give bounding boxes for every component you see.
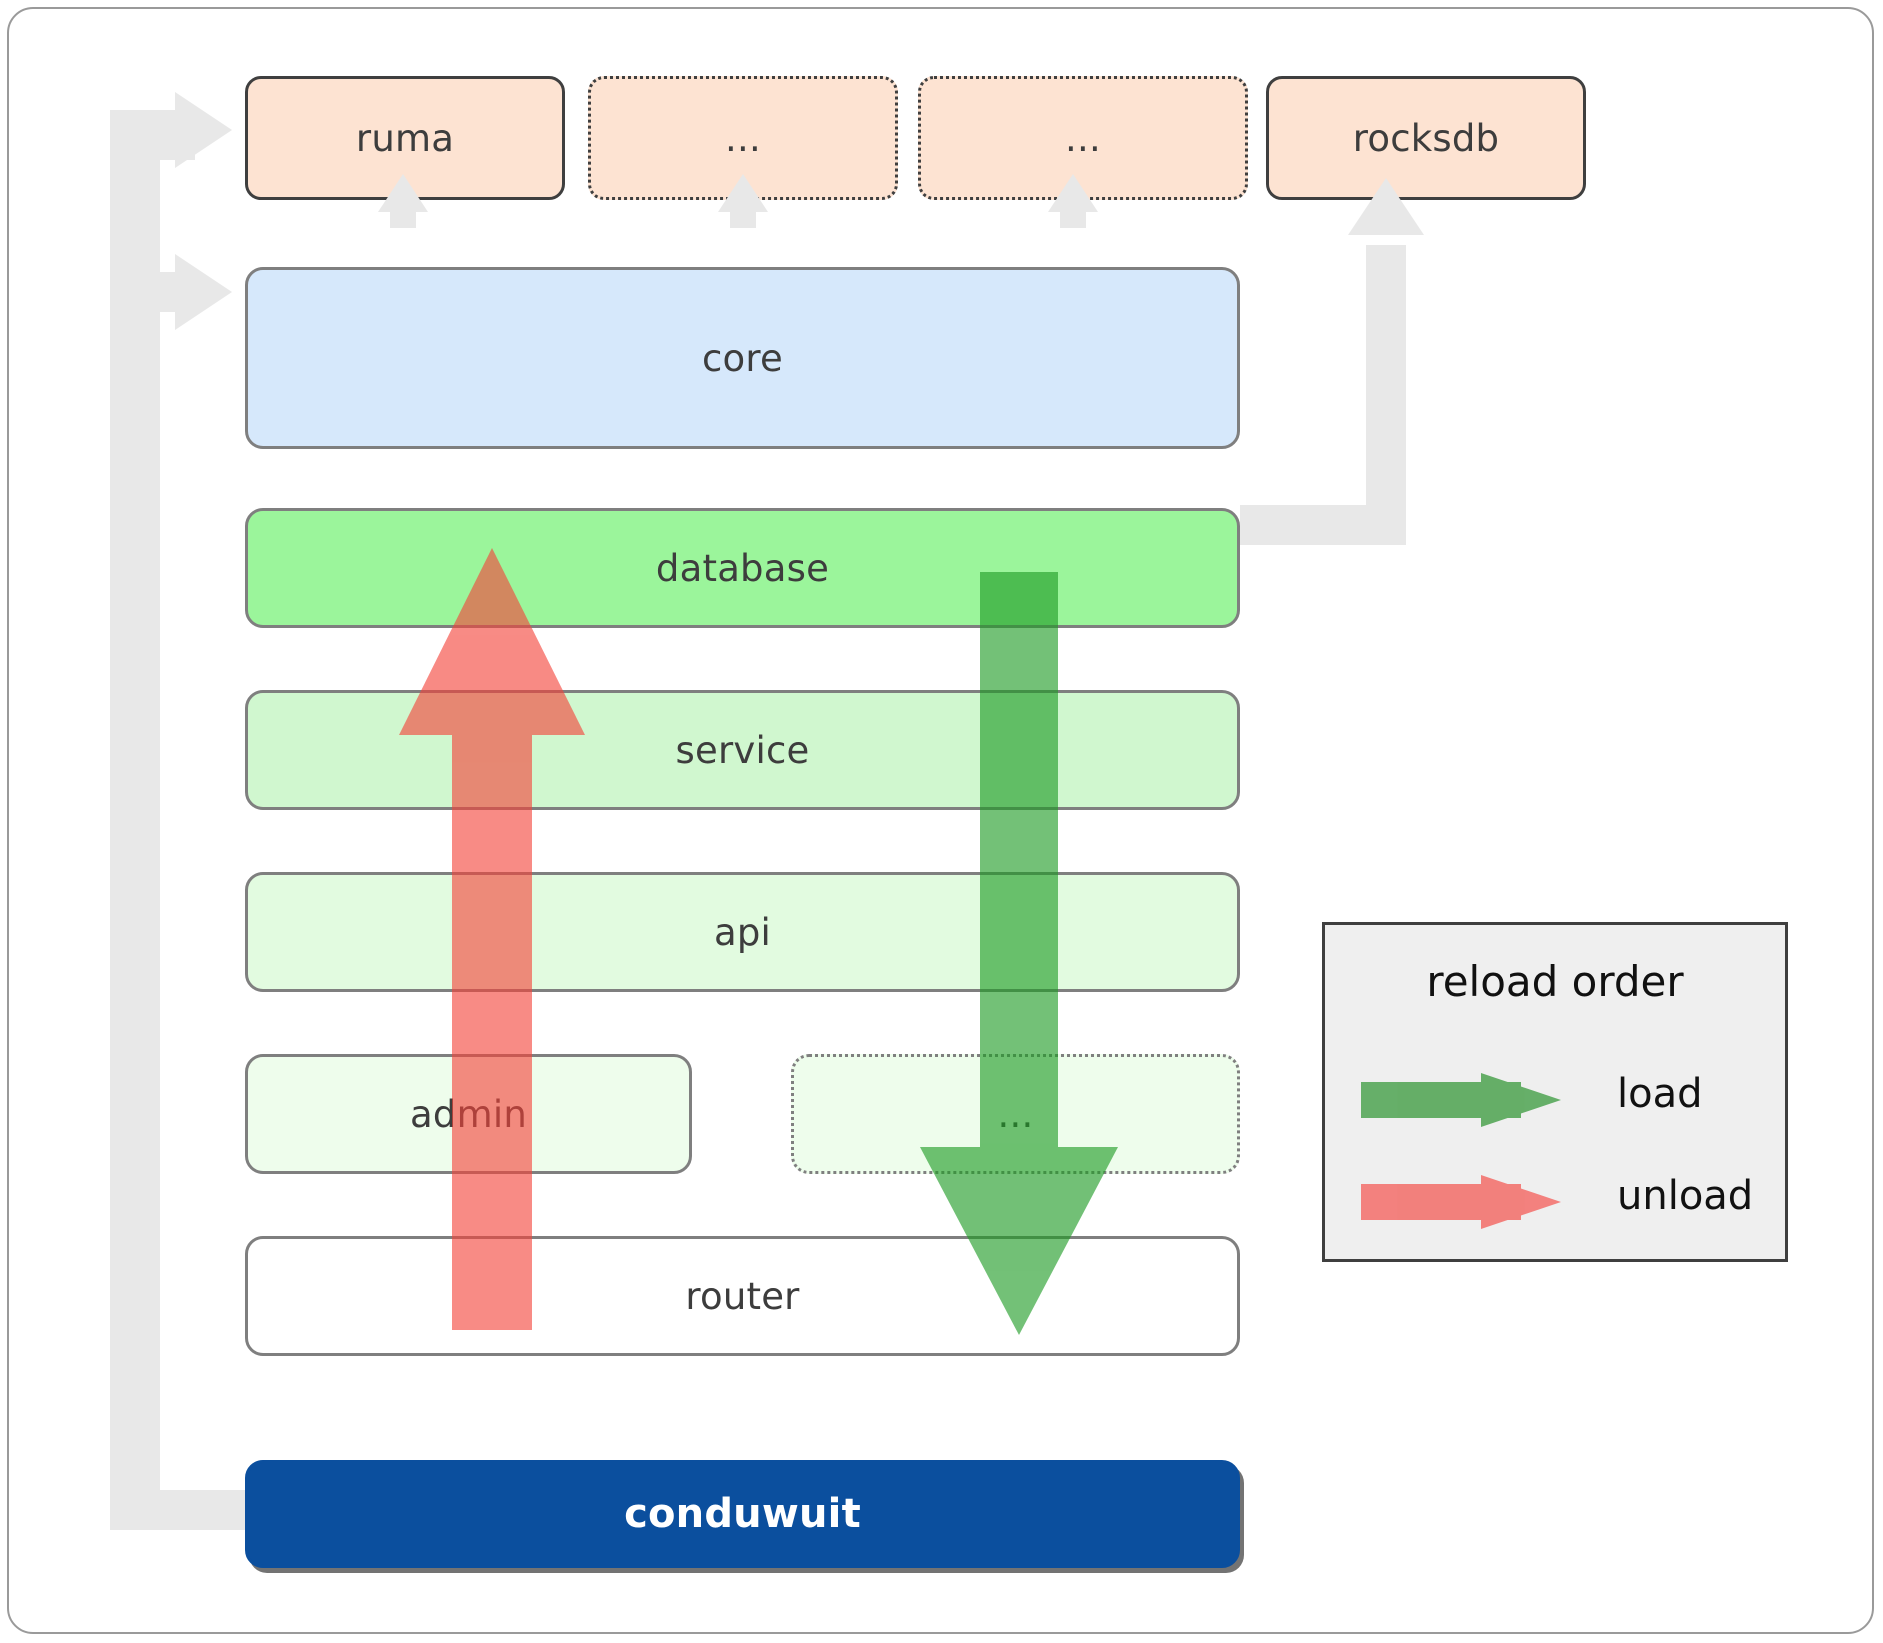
legend-item-unload: unload [1325, 1157, 1785, 1247]
stack-box-router[interactable]: router [245, 1236, 1240, 1356]
dependency-box-ellipsis-2[interactable]: ... [918, 76, 1248, 200]
stack-box-admin[interactable]: admin [245, 1054, 692, 1174]
dependency-label: ... [725, 116, 761, 160]
diagram-frame [7, 7, 1874, 1634]
stack-label: service [675, 728, 810, 772]
dependency-label: ... [1065, 116, 1101, 160]
legend-title: reload order [1426, 957, 1684, 1006]
stack-label: router [685, 1274, 800, 1318]
stack-box-database[interactable]: database [245, 508, 1240, 628]
conduwuit-label: conduwuit [624, 1491, 861, 1537]
dependency-box-ellipsis-1[interactable]: ... [588, 76, 898, 200]
stack-label: api [713, 910, 772, 954]
stack-box-service[interactable]: service [245, 690, 1240, 810]
stack-label: ... [997, 1092, 1034, 1136]
dependency-box-ruma[interactable]: ruma [245, 76, 565, 200]
stack-box-api[interactable]: api [245, 872, 1240, 992]
core-label: core [702, 336, 783, 380]
dependency-box-rocksdb[interactable]: rocksdb [1266, 76, 1586, 200]
stack-box-ellipsis[interactable]: ... [791, 1054, 1240, 1174]
dependency-label: ruma [355, 116, 455, 160]
legend-panel: reload order load unload [1322, 922, 1788, 1262]
legend-item-load: load [1325, 1055, 1785, 1145]
legend-label: unload [1617, 1173, 1754, 1219]
conduwuit-box[interactable]: conduwuit [245, 1460, 1240, 1568]
stack-label: database [655, 546, 830, 590]
legend-label: load [1617, 1071, 1703, 1117]
unload-legend-icon [1361, 1175, 1561, 1229]
core-box[interactable]: core [245, 267, 1240, 449]
stack-label: admin [410, 1092, 527, 1136]
load-legend-icon [1361, 1073, 1561, 1127]
dependency-label: rocksdb [1352, 116, 1500, 160]
